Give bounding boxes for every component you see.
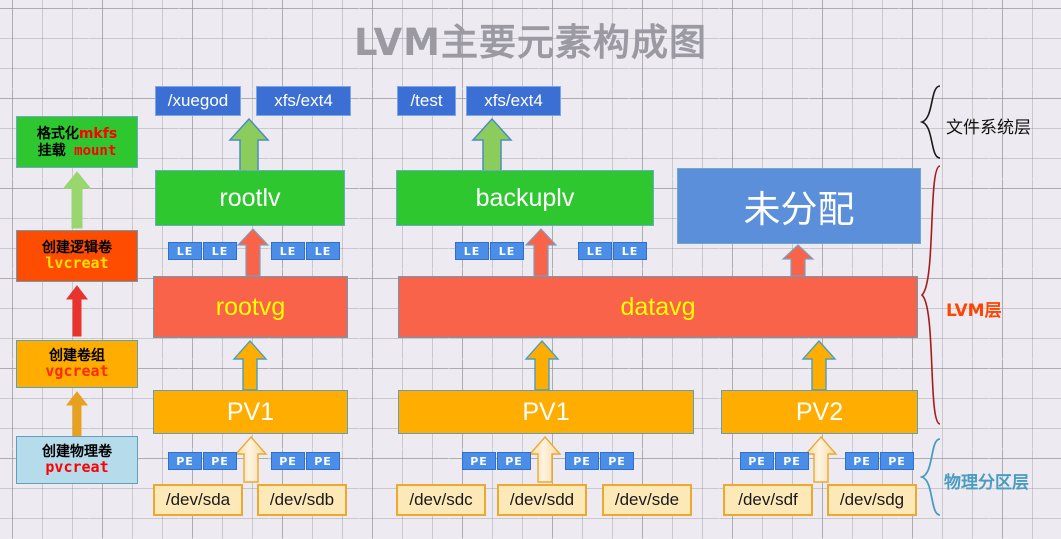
pe-unit: PE [306,452,340,470]
device-5: /dev/sdf [723,484,813,516]
le-unit: LE [578,242,612,260]
pe-unit: PE [845,452,879,470]
device-6: /dev/sdg [827,484,917,516]
device-4: /dev/sde [602,484,692,516]
brace-filesystem-layer [919,84,944,165]
logical-volume-rootlv: rootlv [155,170,345,226]
pe-unit: PE [775,452,809,470]
arrow-devices-to-pv2 [804,435,838,483]
arrow-backuplv-to-filesystem [471,117,513,173]
le-unit: LE [455,242,489,260]
arrow-lvcreat-to-mkfs [62,171,92,229]
arrow-vgcreat-to-lvcreat [65,285,89,337]
pe-unit: PE [497,452,531,470]
arrow-datavg-to-unallocated [781,244,815,277]
page-title: LVM主要元素构成图 [354,21,707,64]
pe-unit: PE [600,452,634,470]
physical-volume-1: PV1 [398,390,694,434]
command-box-mkfs: 格式化mkfs 挂载 mount [16,116,138,168]
command-box-lvcreat: 创建逻辑卷 lvcreat [16,230,138,282]
volume-group-datavg: datavg [398,276,918,338]
command-pvcreat-line2: pvcreat [45,458,109,477]
layer-label-lvm: LVM层 [946,301,1002,321]
arrow-rootlv-to-filesystem [228,117,270,173]
device-2: /dev/sdc [396,484,486,516]
le-unit: LE [271,242,305,260]
arrow-pv2-to-datavg [801,339,837,391]
arrow-datavg-to-backuplv [524,228,558,277]
command-box-vgcreat: 创建卷组 vgcreat [16,340,138,388]
pe-unit: PE [203,452,237,470]
pe-unit: PE [462,452,496,470]
brace-physical-layer [919,437,944,522]
command-vgcreat-line1: 创建卷组 [49,346,105,363]
physical-volume-2: PV2 [721,390,918,434]
mount-path-0: /xuegod [155,86,241,116]
le-unit: LE [613,242,647,260]
command-pvcreat-line1: 创建物理卷 [42,442,112,459]
command-vgcreat-line2: vgcreat [45,362,109,381]
fstype-1: xfs/ext4 [466,86,561,116]
arrow-pv1-to-datavg [524,339,560,391]
command-box-pvcreat: 创建物理卷 pvcreat [16,436,138,484]
brace-lvm-layer [920,164,944,431]
arrow-rootvg-to-rootlv [236,228,270,277]
le-unit: LE [168,242,202,260]
pe-unit: PE [740,452,774,470]
mount-path-1: /test [397,86,456,116]
logical-volume-unallocated: 未分配 [677,168,921,244]
command-mkfs-line1: 格式化mkfs [36,124,118,142]
le-unit: LE [306,242,340,260]
layer-label-filesystem: 文件系统层 [946,118,1031,138]
physical-volume-0: PV1 [153,390,348,434]
command-lvcreat-line1: 创建逻辑卷 [42,238,112,255]
le-unit: LE [203,242,237,260]
arrow-pv1-to-rootvg [232,339,268,391]
command-lvcreat-line2: lvcreat [45,254,109,273]
pe-unit: PE [271,452,305,470]
arrow-devices-to-pv1-second [528,435,562,483]
pe-unit: PE [565,452,599,470]
device-3: /dev/sdd [497,484,587,516]
layer-label-physical: 物理分区层 [944,473,1029,493]
pe-unit: PE [880,452,914,470]
command-mkfs-line2: 挂载 mount [37,142,117,159]
device-1: /dev/sdb [257,484,347,516]
arrow-pvcreat-to-vgcreat [65,391,89,437]
le-unit: LE [490,242,524,260]
device-0: /dev/sda [153,484,243,516]
volume-group-rootvg: rootvg [153,276,348,338]
fstype-0: xfs/ext4 [256,86,351,116]
arrow-devices-to-pv1 [234,435,268,483]
pe-unit: PE [168,452,202,470]
logical-volume-backuplv: backuplv [396,170,654,226]
